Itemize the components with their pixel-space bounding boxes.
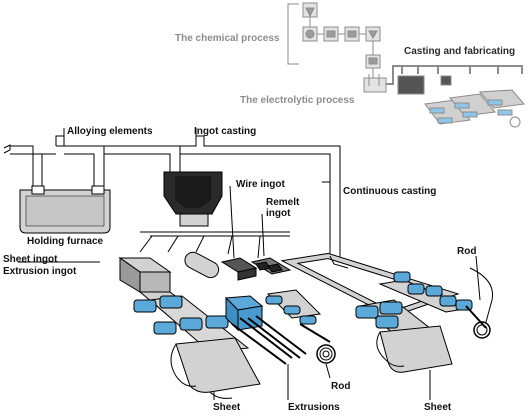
inset-label-chemical-process: The chemical process <box>175 33 280 44</box>
label-sheet-left: Sheet <box>213 402 240 413</box>
label-wire-ingot: Wire ingot <box>236 179 285 190</box>
label-rod-right: Rod <box>457 246 476 257</box>
label-holding-furnace: Holding furnace <box>27 236 103 247</box>
label-sheet-ingot: Sheet ingot <box>3 254 57 265</box>
inset-label-electrolytic-process: The electrolytic process <box>240 95 355 106</box>
label-extrusion-ingot: Extrusion ingot <box>3 266 76 277</box>
sheet-ingot-block <box>120 258 170 292</box>
label-sheet-right: Sheet <box>424 402 451 413</box>
wire-rod-line <box>266 290 335 363</box>
wire-ingot <box>222 258 256 280</box>
sheet-rolling-line-right <box>356 300 452 372</box>
label-remelt-ingot: Remelt ingot <box>266 197 306 219</box>
inset-label-casting-and-fabricating: Casting and fabricating <box>404 46 515 57</box>
ingot-casting-mould <box>164 172 222 226</box>
label-continuous-casting: Continuous casting <box>343 186 436 197</box>
holding-furnace <box>20 186 110 233</box>
label-alloying-elements: Alloying elements <box>67 126 153 137</box>
inset-chemical-bracket <box>288 4 299 64</box>
inset-process-overview <box>288 3 524 127</box>
label-rod-middle: Rod <box>331 381 350 392</box>
label-ingot-casting: Ingot casting <box>194 126 256 137</box>
extrusion-ingot-cylinder <box>182 249 221 280</box>
inset-electrolytic-cell <box>364 78 386 92</box>
label-extrusions: Extrusions <box>288 402 340 413</box>
